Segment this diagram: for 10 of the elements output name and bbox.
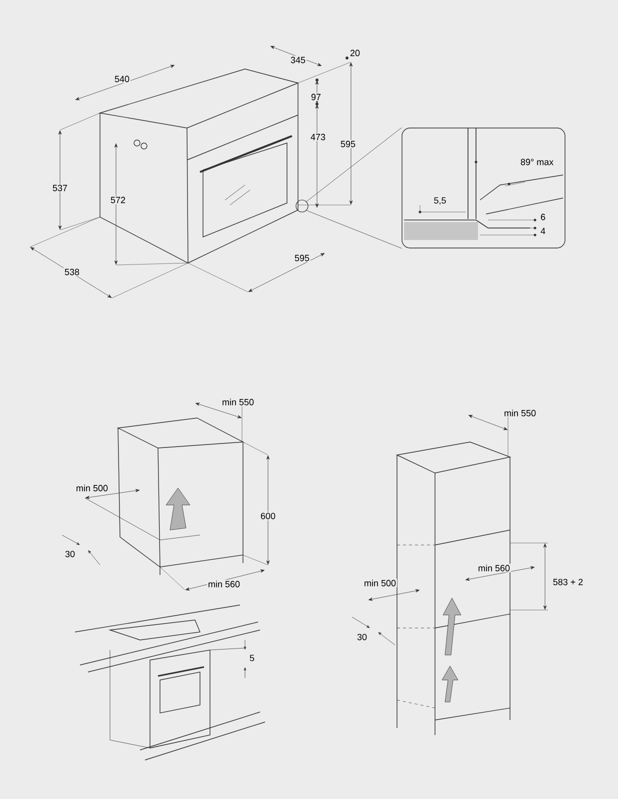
leader-line <box>306 210 402 249</box>
dimension-label: min 500 <box>75 484 109 492</box>
dimension-label: min 560 <box>207 580 242 588</box>
dimension-label: min 550 <box>503 408 538 418</box>
detail-inset: 89° max 5,5 6 4 <box>402 128 566 248</box>
detail-circle <box>296 200 308 212</box>
dimension-label: min 500 <box>363 578 398 588</box>
dimension-label: min 560 <box>477 564 512 572</box>
leader-line <box>306 127 402 202</box>
dimension-label: min 550 <box>221 398 255 406</box>
